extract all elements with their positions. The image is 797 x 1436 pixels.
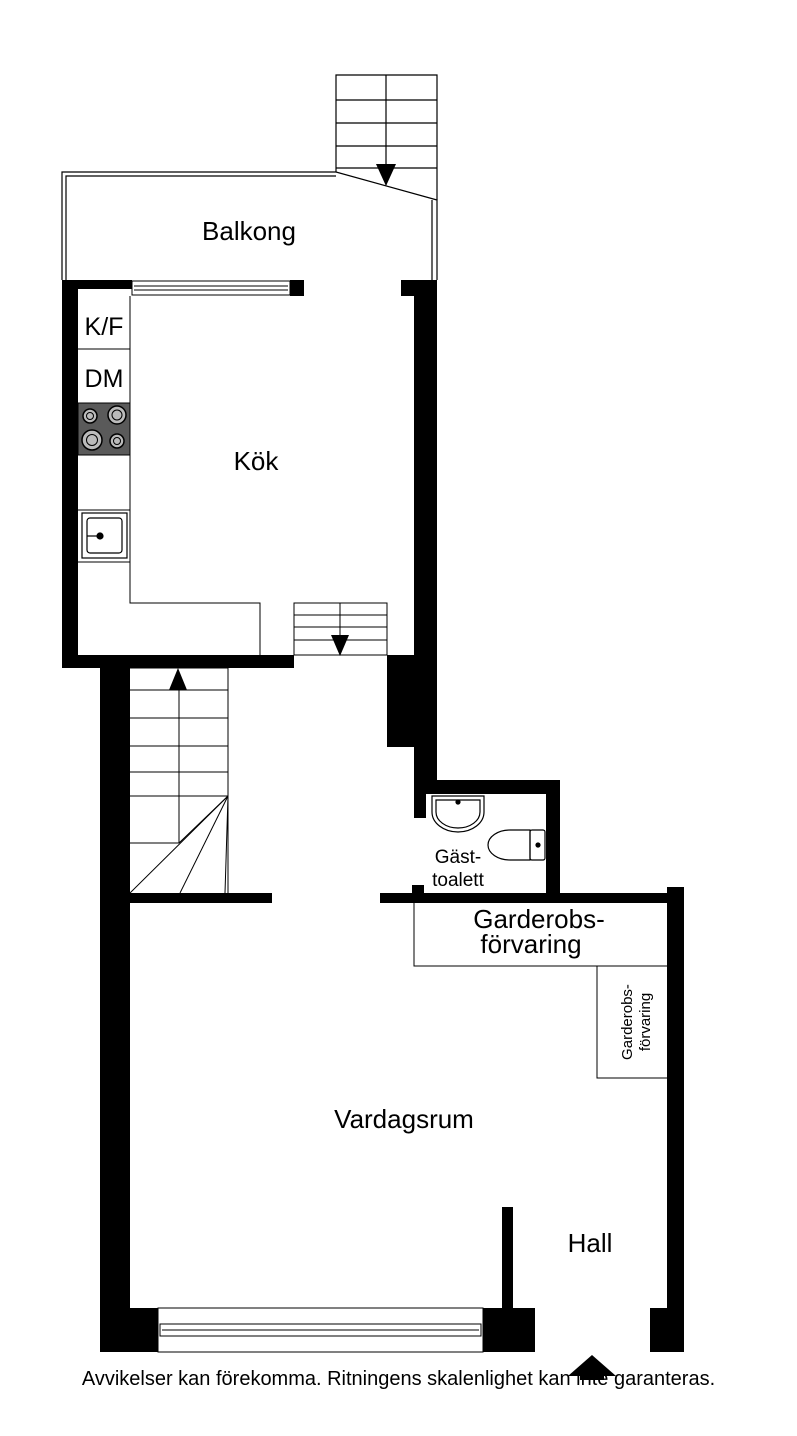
room-label-garderob-vertical-line1: Garderobs- bbox=[619, 984, 636, 1060]
label-dm: DM bbox=[85, 365, 124, 393]
room-label-gasttoalett-line2: toalett bbox=[432, 870, 484, 891]
stair-arrow-up-icon bbox=[169, 668, 187, 690]
wardrobe-storage bbox=[413, 903, 667, 1079]
stair-arrow-down-icon bbox=[376, 164, 396, 186]
living-room-window bbox=[157, 1307, 484, 1353]
room-label-garderob-line1: Garderobs- bbox=[473, 904, 605, 934]
room-label-garderob-line2: förvaring bbox=[480, 929, 581, 959]
label-kf: K/F bbox=[85, 313, 124, 341]
kitchen-window bbox=[131, 280, 291, 296]
stove-icon bbox=[77, 402, 131, 456]
toilet-icon bbox=[487, 829, 546, 861]
room-label-balkong: Balkong bbox=[202, 216, 296, 246]
floor-plan: Balkong Kök K/F DM Gäst- toalett Gardero… bbox=[61, 74, 684, 1380]
guest-toilet-sink bbox=[431, 795, 485, 833]
room-label-vardagsrum: Vardagsrum bbox=[334, 1104, 474, 1134]
walls bbox=[62, 280, 684, 1352]
room-label-kok: Kök bbox=[234, 446, 280, 476]
room-label-hall: Hall bbox=[568, 1228, 613, 1258]
disclaimer-text: Avvikelser kan förekomma. Ritningens ska… bbox=[81, 1368, 716, 1390]
room-label-garderob-vertical-line2: förvaring bbox=[637, 993, 654, 1051]
stair-arrow-down-icon bbox=[331, 635, 349, 656]
stairs-up bbox=[129, 667, 229, 894]
room-label-gasttoalett-line1: Gäst- bbox=[435, 847, 481, 868]
entrance-arrow-icon bbox=[568, 1355, 616, 1380]
sink-icon bbox=[81, 512, 128, 559]
